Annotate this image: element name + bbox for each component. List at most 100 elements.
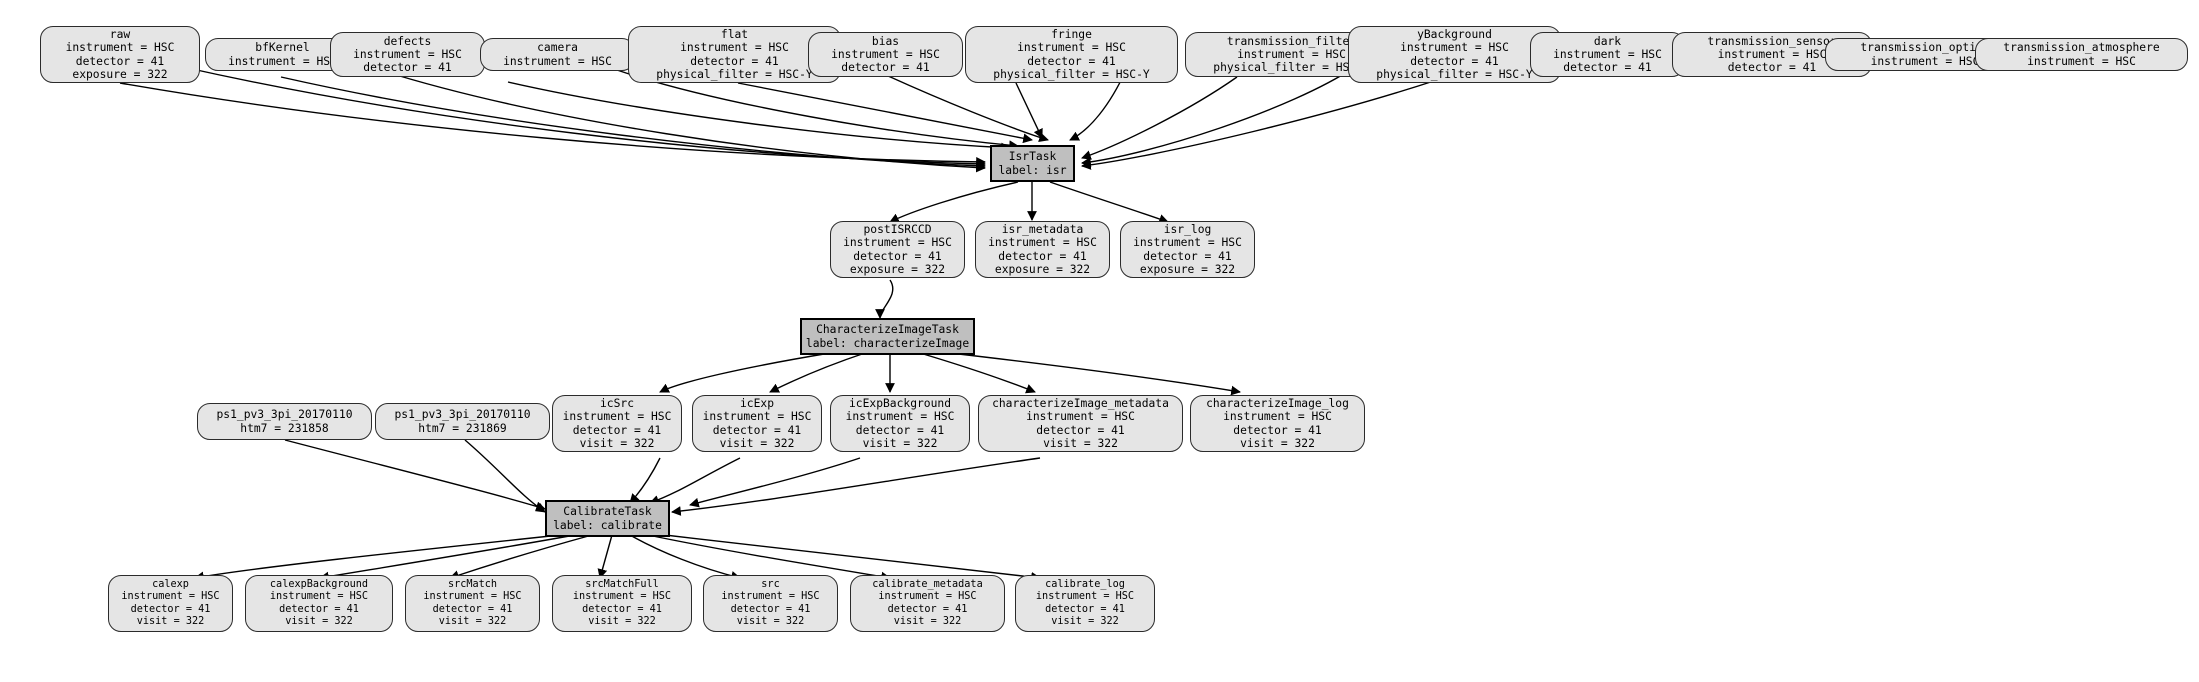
dataset-node-calibrate-log[interactable]: calibrate_log instrument = HSC detector … bbox=[1015, 575, 1155, 632]
dataset-node-refcat-231858[interactable]: ps1_pv3_3pi_20170110 htm7 = 231858 bbox=[197, 403, 372, 440]
node-label: label: isr bbox=[998, 163, 1067, 177]
node-dim-3: physical_filter = HSC-Y bbox=[656, 67, 813, 81]
node-dim-2: detector = 41 bbox=[279, 603, 359, 615]
node-title: icSrc bbox=[599, 396, 634, 410]
node-dim-1: instrument = HSC bbox=[269, 591, 369, 603]
dataset-node-fringe[interactable]: fringe instrument = HSC detector = 41 ph… bbox=[965, 26, 1178, 83]
dataset-node-dark[interactable]: dark instrument = HSC detector = 41 bbox=[1530, 32, 1685, 77]
dataset-node-refcat-231869[interactable]: ps1_pv3_3pi_20170110 htm7 = 231869 bbox=[375, 403, 550, 440]
node-dim-2: physical_filter = HSC-Y bbox=[1213, 61, 1370, 75]
node-dim-1: instrument = HSC bbox=[680, 41, 789, 55]
dataset-node-calibrate-metadata[interactable]: calibrate_metadata instrument = HSC dete… bbox=[850, 575, 1005, 632]
node-dim-3: exposure = 322 bbox=[1139, 262, 1236, 276]
node-title: isr_metadata bbox=[1001, 222, 1084, 236]
dataset-node-icexp[interactable]: icExp instrument = HSC detector = 41 vis… bbox=[692, 395, 822, 452]
dataset-node-postisrccd[interactable]: postISRCCD instrument = HSC detector = 4… bbox=[830, 221, 965, 278]
node-dim-1: instrument = HSC bbox=[721, 591, 820, 603]
node-label: label: calibrate bbox=[553, 518, 662, 532]
node-dim-1: instrument = HSC bbox=[562, 410, 672, 424]
task-node-calibratetask[interactable]: CalibrateTask label: calibrate bbox=[545, 500, 670, 537]
dataset-node-srcmatchfull[interactable]: srcMatchFull instrument = HSC detector =… bbox=[552, 575, 692, 632]
node-title: raw bbox=[109, 27, 131, 41]
node-dim-2: detector = 41 bbox=[432, 603, 513, 615]
node-title: ps1_pv3_3pi_20170110 bbox=[216, 408, 353, 422]
node-dim-1: instrument = HSC bbox=[1223, 410, 1332, 424]
node-dim-2: detector = 41 bbox=[887, 603, 968, 615]
node-dim-1: instrument = HSC bbox=[423, 591, 522, 603]
node-dim-3: visit = 322 bbox=[588, 615, 656, 627]
node-dim-1: instrument = HSC bbox=[503, 54, 612, 68]
dataset-node-icsrc[interactable]: icSrc instrument = HSC detector = 41 vis… bbox=[552, 395, 682, 452]
node-dim-3: exposure = 322 bbox=[72, 67, 168, 81]
node-dim-1: instrument = HSC bbox=[1870, 54, 1980, 68]
node-dim-2: detector = 41 bbox=[1727, 61, 1817, 75]
node-dim-3: visit = 322 bbox=[719, 436, 795, 450]
dataset-node-camera[interactable]: camera instrument = HSC bbox=[480, 38, 635, 71]
node-label: label: characterizeImage bbox=[805, 336, 970, 350]
node-title: transmission_filter bbox=[1226, 34, 1357, 48]
node-dim-2: detector = 41 bbox=[841, 61, 930, 75]
dataset-node-transmission-atmosphere[interactable]: transmission_atmosphere instrument = HSC bbox=[1975, 38, 2188, 71]
node-title: srcMatch bbox=[447, 579, 498, 591]
node-dim-3: visit = 322 bbox=[579, 436, 655, 450]
node-dim-2: detector = 41 bbox=[690, 54, 779, 68]
node-dim-3: visit = 322 bbox=[862, 436, 938, 450]
dataset-node-isr-log[interactable]: isr_log instrument = HSC detector = 41 e… bbox=[1120, 221, 1255, 278]
node-dim-2: detector = 41 bbox=[582, 603, 662, 615]
node-dim-1: instrument = HSC bbox=[572, 591, 672, 603]
node-dim-1: instrument = HSC bbox=[1553, 47, 1662, 61]
dataset-node-calexp[interactable]: calexp instrument = HSC detector = 41 vi… bbox=[108, 575, 233, 632]
task-node-isrtask[interactable]: IsrTask label: isr bbox=[990, 145, 1075, 182]
node-title: transmission_optics bbox=[1860, 41, 1990, 55]
node-title: flat bbox=[720, 27, 749, 41]
task-node-characterizeimagetask[interactable]: CharacterizeImageTask label: characteriz… bbox=[800, 318, 975, 355]
node-dim-1: instrument = HSC bbox=[353, 47, 462, 61]
node-dim-3: exposure = 322 bbox=[849, 262, 946, 276]
dataset-node-characterizeimage-metadata[interactable]: characterizeImage_metadata instrument = … bbox=[978, 395, 1183, 452]
dataset-node-srcmatch[interactable]: srcMatch instrument = HSC detector = 41 … bbox=[405, 575, 540, 632]
node-title: src bbox=[761, 579, 780, 591]
node-title: icExpBackground bbox=[848, 396, 952, 410]
dataset-node-src[interactable]: src instrument = HSC detector = 41 visit… bbox=[703, 575, 838, 632]
node-dim-1: instrument = HSC bbox=[845, 410, 955, 424]
node-dim-2: detector = 41 bbox=[855, 423, 945, 437]
dataset-node-bias[interactable]: bias instrument = HSC detector = 41 bbox=[808, 32, 963, 77]
dataset-node-icexpbackground[interactable]: icExpBackground instrument = HSC detecto… bbox=[830, 395, 970, 452]
node-dim-2: detector = 41 bbox=[1410, 54, 1499, 68]
node-dim-1: instrument = HSC bbox=[1026, 410, 1135, 424]
node-dim-3: exposure = 322 bbox=[994, 262, 1091, 276]
node-title: characterizeImage_metadata bbox=[992, 396, 1169, 410]
node-dim-2: detector = 41 bbox=[130, 603, 211, 615]
node-title: yBackground bbox=[1417, 27, 1492, 41]
node-dim-1: instrument = HSC bbox=[1237, 47, 1346, 61]
dataset-node-raw[interactable]: raw instrument = HSC detector = 41 expos… bbox=[40, 26, 200, 83]
node-dim-2: detector = 41 bbox=[998, 249, 1087, 263]
dataset-node-calexpbackground[interactable]: calexpBackground instrument = HSC detect… bbox=[245, 575, 393, 632]
dataset-node-flat[interactable]: flat instrument = HSC detector = 41 phys… bbox=[628, 26, 841, 83]
node-dim-3: visit = 322 bbox=[1043, 436, 1118, 450]
node-title: icExp bbox=[739, 396, 774, 410]
node-title: srcMatchFull bbox=[585, 579, 659, 591]
node-dim-2: detector = 41 bbox=[1027, 54, 1116, 68]
dataset-node-isr-metadata[interactable]: isr_metadata instrument = HSC detector =… bbox=[975, 221, 1110, 278]
node-title: defects bbox=[383, 34, 432, 48]
node-title: dark bbox=[1593, 34, 1622, 48]
node-dim-1: instrument = HSC bbox=[831, 47, 940, 61]
dataset-node-defects[interactable]: defects instrument = HSC detector = 41 bbox=[330, 32, 485, 77]
node-title: transmission_atmosphere bbox=[2003, 41, 2160, 55]
dataset-node-characterizeimage-log[interactable]: characterizeImage_log instrument = HSC d… bbox=[1190, 395, 1365, 452]
dataset-node-ybackground[interactable]: yBackground instrument = HSC detector = … bbox=[1348, 26, 1561, 83]
node-title: bfKernel bbox=[255, 41, 310, 55]
node-dim-1: instrument = HSC bbox=[1035, 591, 1135, 603]
node-title: isr_log bbox=[1163, 222, 1212, 236]
node-title: calibrate_log bbox=[1045, 579, 1125, 591]
node-dim-3: visit = 322 bbox=[285, 615, 353, 627]
node-dim-2: detector = 41 bbox=[730, 603, 811, 615]
node-dim-2: detector = 41 bbox=[1143, 249, 1232, 263]
node-dim-1: htm7 = 231858 bbox=[240, 421, 329, 435]
node-dim-2: detector = 41 bbox=[853, 249, 942, 263]
node-dim-1: instrument = HSC bbox=[702, 410, 812, 424]
node-title: postISRCCD bbox=[863, 222, 932, 236]
node-dim-3: visit = 322 bbox=[736, 615, 805, 627]
node-title: bias bbox=[871, 34, 900, 48]
